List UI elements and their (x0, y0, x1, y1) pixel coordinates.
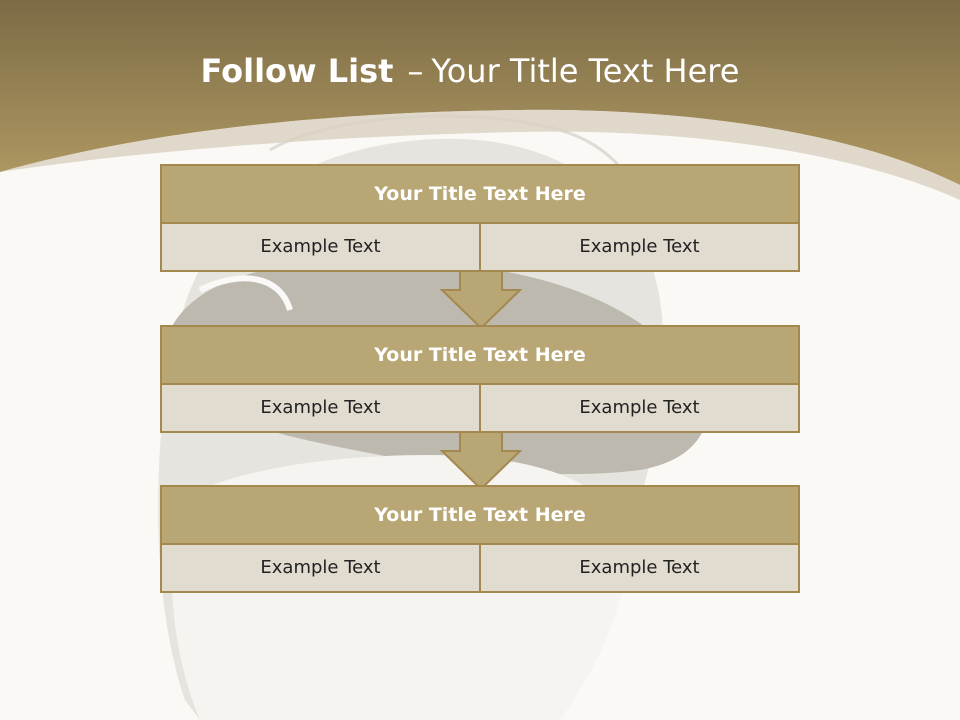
step-cell-right: Example Text (481, 224, 798, 270)
step-title: Your Title Text Here (162, 327, 798, 383)
step-title: Your Title Text Here (162, 487, 798, 543)
step-block-3: Your Title Text Here Example Text Exampl… (160, 485, 800, 593)
step-block-1: Your Title Text Here Example Text Exampl… (160, 164, 800, 272)
step-cell-left: Example Text (162, 545, 479, 591)
header-band (0, 0, 960, 185)
slide-title: Follow List–Your Title Text Here (0, 52, 940, 90)
down-arrow-icon (440, 270, 522, 330)
step-row: Example Text Example Text (162, 385, 798, 431)
header-swoosh (0, 109, 960, 200)
title-bold: Follow List (200, 52, 394, 90)
down-arrow-icon (440, 431, 522, 491)
step-cell-left: Example Text (162, 224, 479, 270)
step-cell-right: Example Text (481, 385, 798, 431)
step-row: Example Text Example Text (162, 224, 798, 270)
step-block-2: Your Title Text Here Example Text Exampl… (160, 325, 800, 433)
step-row: Example Text Example Text (162, 545, 798, 591)
title-rest: Your Title Text Here (431, 52, 740, 90)
step-cell-left: Example Text (162, 385, 479, 431)
step-cell-right: Example Text (481, 545, 798, 591)
title-dash: – (407, 52, 424, 90)
step-title: Your Title Text Here (162, 166, 798, 222)
